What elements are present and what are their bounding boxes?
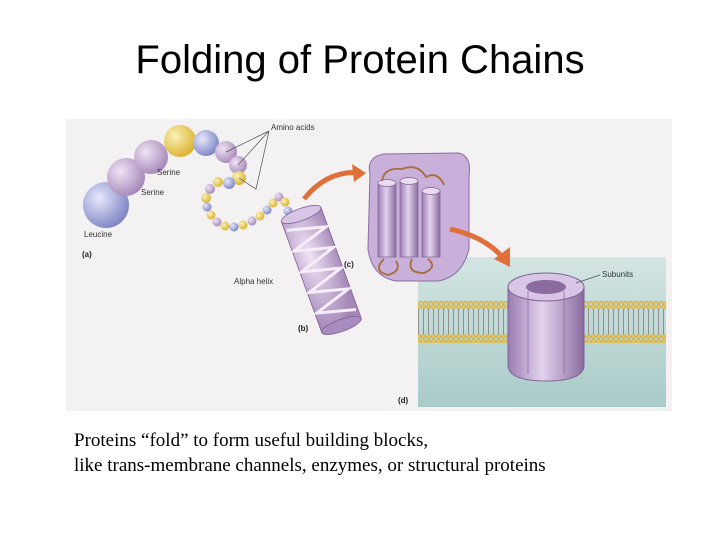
label-panel-c: (c) xyxy=(344,260,354,269)
caption-line-1: Proteins “fold” to form useful building … xyxy=(74,428,704,453)
label-panel-b: (b) xyxy=(298,324,309,333)
label-serine-2: Serine xyxy=(141,188,165,197)
caption-line-2: like trans-membrane channels, enzymes, o… xyxy=(74,453,704,478)
slide-title: Folding of Protein Chains xyxy=(0,36,720,84)
caption: Proteins “fold” to form useful building … xyxy=(74,428,704,478)
label-amino-acids: Amino acids xyxy=(271,123,315,132)
protein-folding-figure: Amino acids Serine Serine Leucine (a) Al… xyxy=(66,119,672,411)
label-subunits: Subunits xyxy=(602,270,633,279)
label-panel-d: (d) xyxy=(398,396,409,405)
label-serine-1: Serine xyxy=(157,168,181,177)
label-panel-a: (a) xyxy=(82,250,92,259)
label-leucine: Leucine xyxy=(84,230,113,239)
folded-protein xyxy=(368,153,470,281)
channel-protein xyxy=(508,273,584,381)
label-alpha-helix: Alpha helix xyxy=(234,277,273,286)
